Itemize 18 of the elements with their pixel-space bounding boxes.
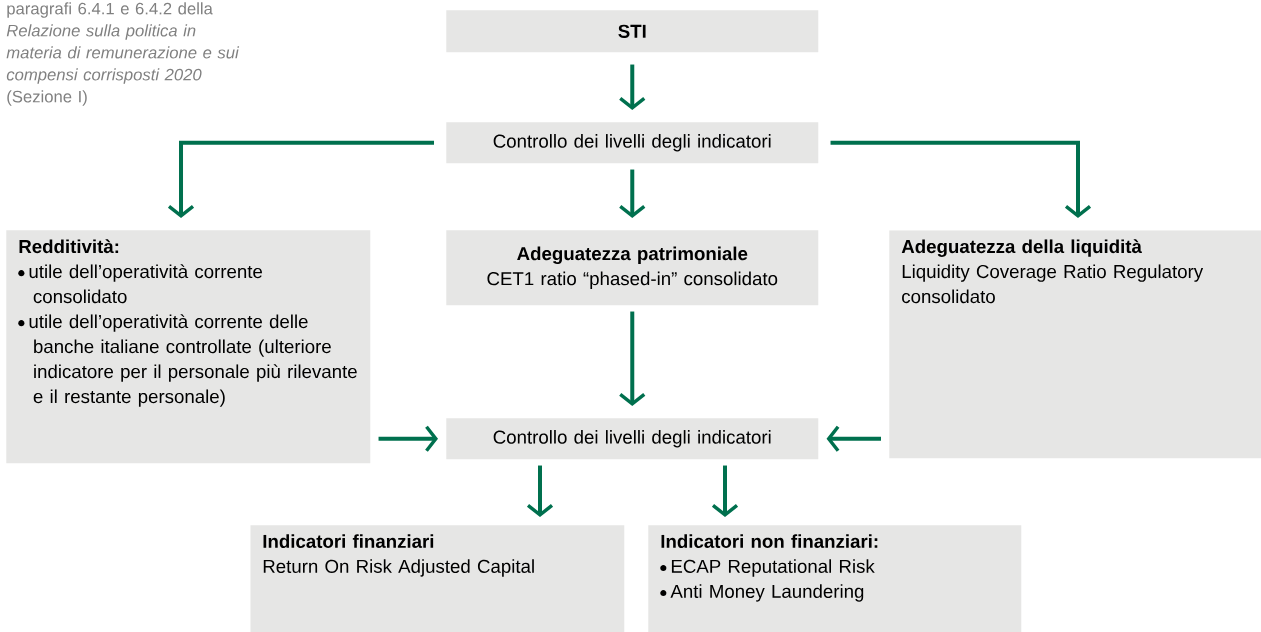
arrow (826, 425, 881, 452)
process-box: Adeguatezza della liquidità Liquidity Coverage Ratio Regulatory consolidato (889, 230, 1261, 459)
arrow (711, 465, 739, 517)
note-text: paragrafi 6.4.1 e 6.4.2 della Relazione sulla politica in materia di remunerazione e sui compensi corrisposti 2020 (Sezione I) (6, 2, 240, 106)
process-box: Adeguatezza patrimoniale CET1 ratio “phased-in” consolidato (446, 230, 819, 306)
process-box: Controllo dei livelli degli indicatori (446, 122, 819, 164)
arrow (830, 140, 1092, 218)
arrow (167, 140, 434, 218)
process-box: Controllo dei livelli degli indicatori (446, 418, 819, 460)
arrow (526, 465, 554, 517)
arrow (619, 169, 646, 218)
process-box: STI (446, 10, 819, 53)
arrow (378, 425, 438, 452)
process-box: Redditività: utile dell’operatività corrente consolidato utile dell’operatività corrente delle banche italiane controllate (ulteriore indicatore per il personale più rilevante e il restante personale) (6, 230, 371, 464)
arrow (619, 64, 646, 110)
arrow (619, 311, 646, 406)
process-box: Indicatori non finanziari: ECAP Reputational Risk Anti Money Laundering (648, 525, 1022, 632)
process-box: Indicatori finanziari Return On Risk Adjusted Capital (250, 525, 625, 632)
